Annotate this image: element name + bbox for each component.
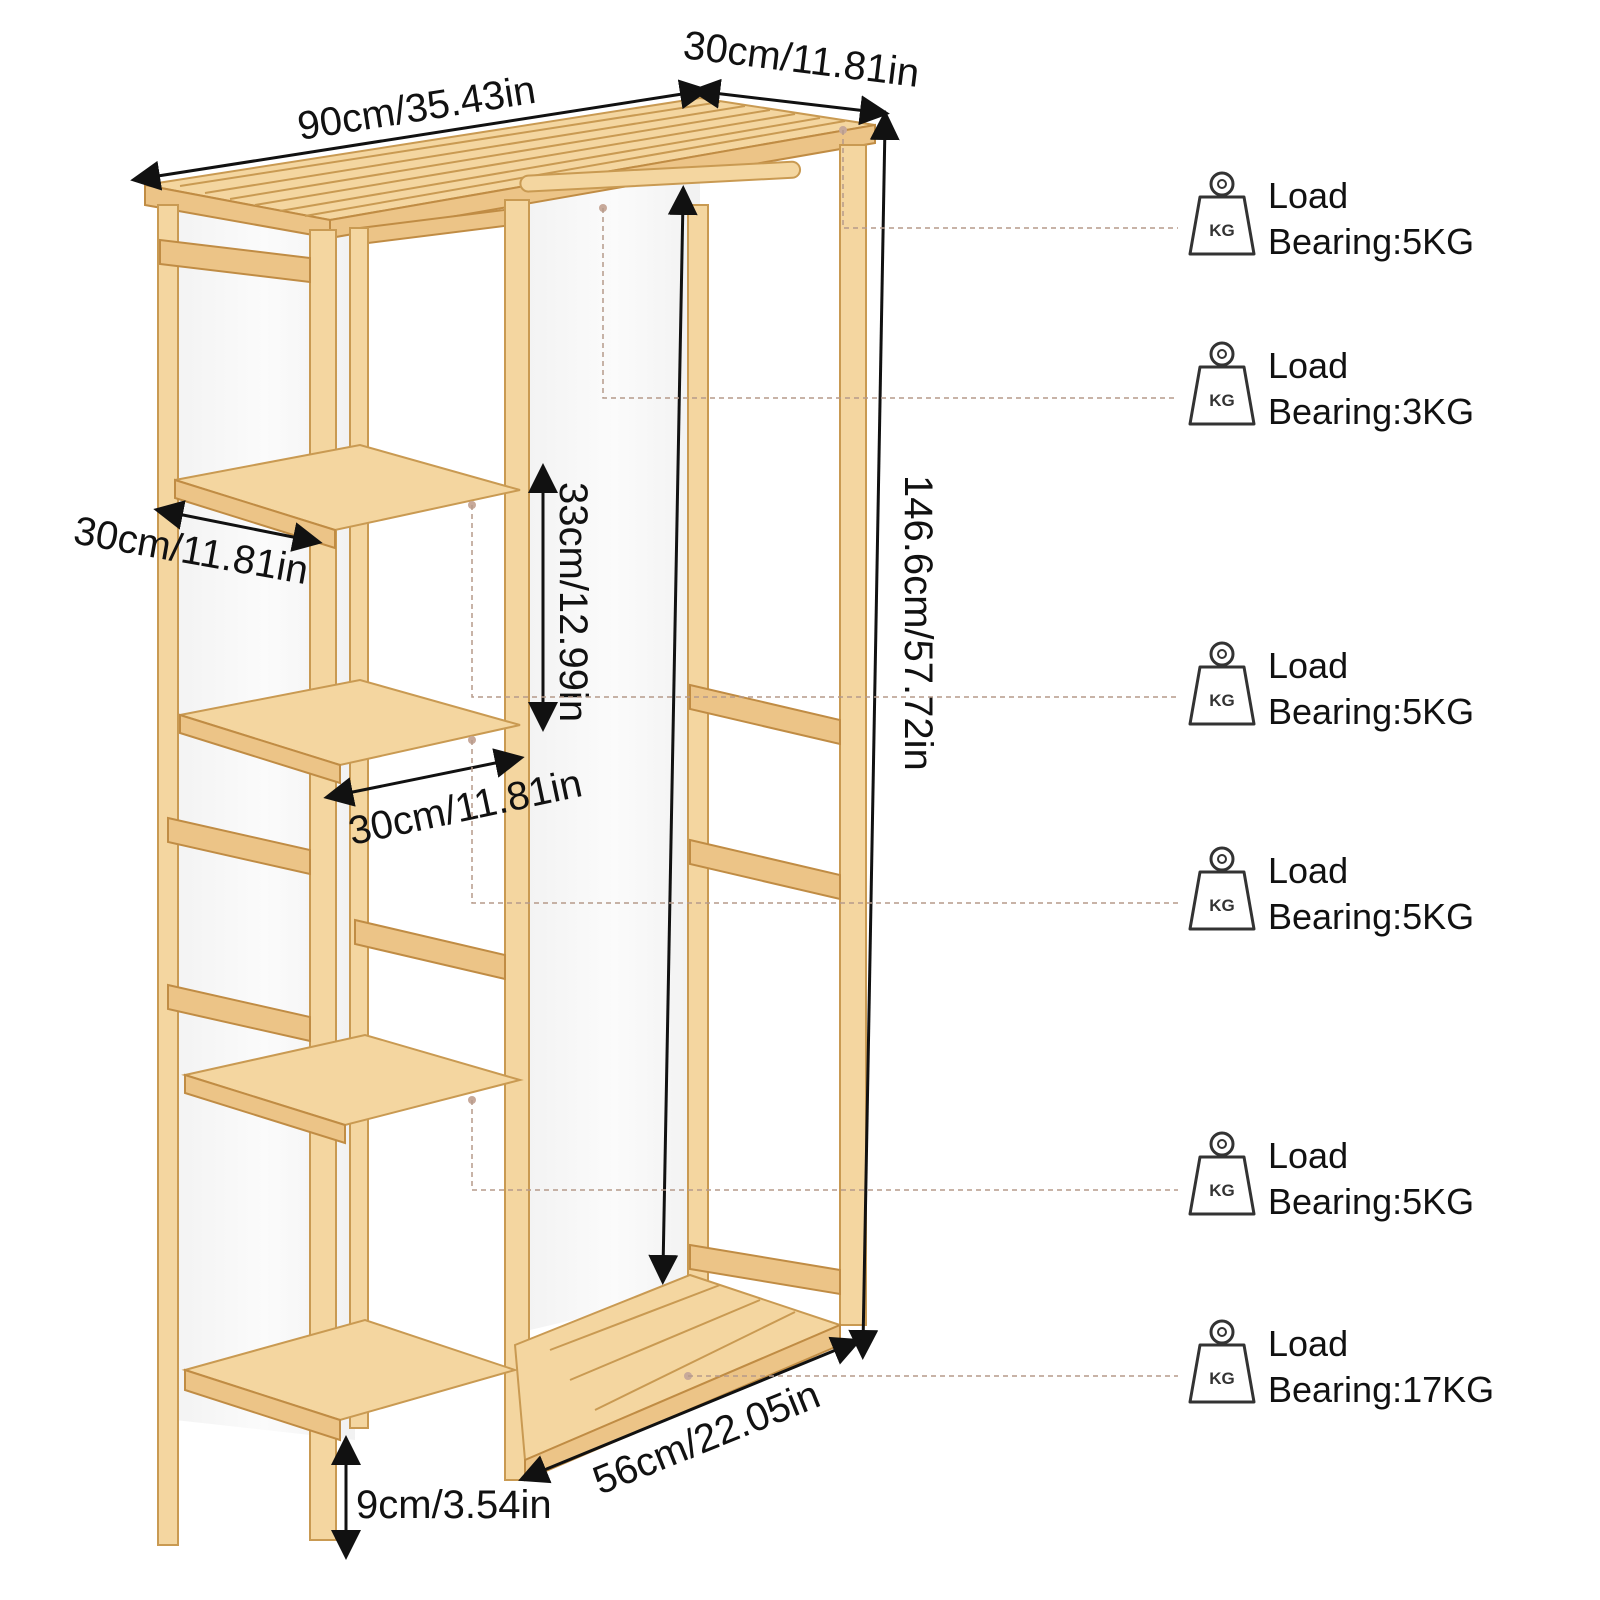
- kg-icon-text: KG: [1209, 691, 1235, 710]
- load-label-line2: Bearing:17KG: [1268, 1369, 1494, 1410]
- kg-icon-text: KG: [1209, 896, 1235, 915]
- arrow-inner-height: [648, 185, 698, 1285]
- kg-weight-icon: KG: [1188, 1319, 1256, 1404]
- load-label-line2: Bearing:3KG: [1268, 391, 1474, 432]
- kg-weight-icon: KG: [1188, 641, 1256, 726]
- rung-right-2: [689, 838, 841, 901]
- leader-shelf-2: [471, 740, 1178, 904]
- load-labels: KGLoadBearing:5KGKGLoadBearing:3KGKGLoad…: [1188, 171, 1494, 1410]
- leader-shelf-3: [471, 1100, 1178, 1191]
- kg-icon-text: KG: [1209, 391, 1235, 410]
- arrow-height: [848, 110, 900, 1360]
- arrow-top-depth: [690, 78, 890, 126]
- kg-weight-icon: KG: [1188, 1131, 1256, 1216]
- leader-hanging-rod: [602, 208, 1178, 399]
- arrow-shelf-width: [323, 748, 525, 807]
- arrow-bottom-width: [518, 1336, 862, 1484]
- back-panel-right: [530, 180, 700, 1330]
- kg-icon-text: KG: [1209, 1181, 1235, 1200]
- arrow-top-width: [130, 79, 710, 191]
- leg-left-back: [157, 204, 179, 1546]
- load-label-line2: Bearing:5KG: [1268, 896, 1474, 937]
- kg-weight-icon: KG: [1188, 846, 1256, 931]
- arrow-left-shelf-depth: [153, 500, 323, 552]
- leg-left-front: [309, 229, 337, 1541]
- rung-right-1: [689, 683, 841, 746]
- shelf-4: [181, 1318, 519, 1442]
- kg-weight-icon: KG: [1188, 171, 1256, 256]
- leg-mid-back: [349, 227, 369, 1429]
- shelf-3: [181, 1033, 524, 1145]
- load-label-line2: Bearing:5KG: [1268, 691, 1474, 732]
- label-shelf-gap: 33cm/12.99in: [551, 482, 595, 722]
- load-label-line1: Load: [1268, 645, 1348, 686]
- kg-weight-icon: KG: [1188, 341, 1256, 426]
- load-label-line1: Load: [1268, 850, 1348, 891]
- label-foot-height: 9cm/3.54in: [356, 1483, 552, 1527]
- rung-left-top: [159, 238, 311, 284]
- rung-left-1: [167, 816, 311, 876]
- dimension-arrows: [130, 78, 900, 1560]
- leader-lines: [468, 126, 1178, 1380]
- leader-top-shelf: [842, 130, 1178, 229]
- leader-shelf-1: [471, 505, 1178, 698]
- kg-icon-text: KG: [1209, 1369, 1235, 1388]
- leg-right-front: [839, 144, 867, 1326]
- rung-mid-1: [354, 918, 506, 981]
- shelf-2: [179, 678, 521, 785]
- rung-left-2: [167, 983, 311, 1043]
- leg-right-back: [687, 204, 709, 1286]
- load-label-line1: Load: [1268, 175, 1348, 216]
- wooden-rack: [144, 96, 876, 1546]
- leg-mid-front: [504, 199, 530, 1481]
- load-label-line1: Load: [1268, 1323, 1348, 1364]
- load-label-line1: Load: [1268, 1135, 1348, 1176]
- load-label-line2: Bearing:5KG: [1268, 1181, 1474, 1222]
- kg-icon-text: KG: [1209, 221, 1235, 240]
- label-top-depth: 30cm/11.81in: [681, 23, 922, 96]
- load-label-line2: Bearing:5KG: [1268, 221, 1474, 262]
- load-label-line1: Load: [1268, 345, 1348, 386]
- label-height: 146.6cm/57.72in: [896, 475, 940, 771]
